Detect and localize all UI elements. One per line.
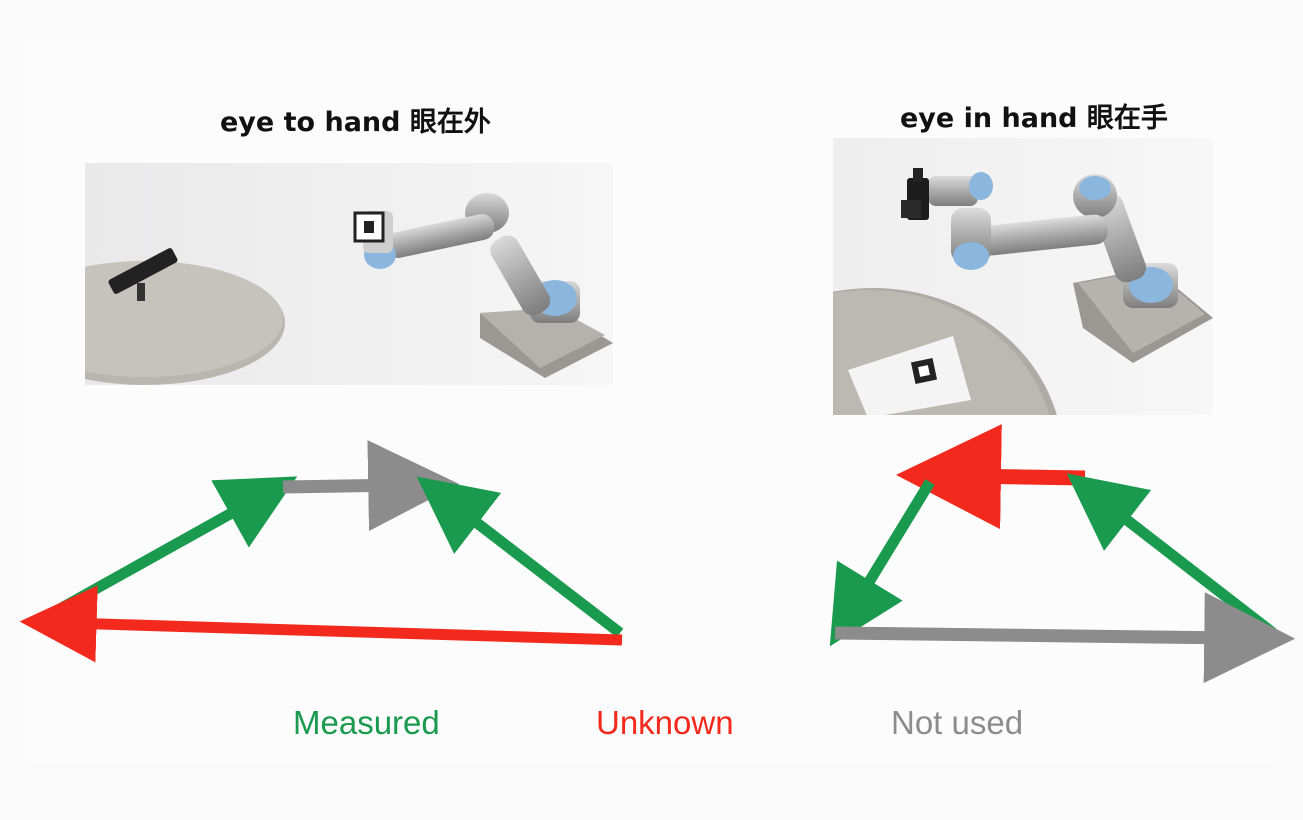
camera-icon — [108, 248, 178, 301]
robot-arm — [901, 168, 1178, 308]
arrow-measured — [416, 476, 624, 638]
arrow-not-used — [834, 592, 1296, 684]
legend-measured: Measured — [293, 704, 440, 741]
calibration-board — [848, 336, 971, 415]
arrow-measured — [37, 476, 298, 625]
camera-icon — [901, 168, 929, 220]
eye-to-hand-photo — [85, 163, 613, 385]
eye-in-hand-diagram — [829, 424, 1296, 684]
arrow-measured — [1066, 473, 1277, 638]
arrow-not-used — [282, 440, 460, 532]
robot-arm — [353, 193, 580, 323]
eye-to-hand-diagram — [19, 440, 624, 663]
arrow-unknown — [19, 585, 623, 663]
legend-not-used: Not used — [891, 704, 1024, 741]
eye-in-hand-photo — [833, 138, 1213, 415]
arrow-measured — [829, 479, 935, 647]
title-eye-in-hand: eye in hand 眼在手 — [900, 103, 1168, 134]
legend-unknown: Unknown — [596, 704, 734, 741]
title-eye-to-hand: eye to hand 眼在外 — [220, 107, 491, 138]
arrow-unknown — [896, 424, 1086, 530]
